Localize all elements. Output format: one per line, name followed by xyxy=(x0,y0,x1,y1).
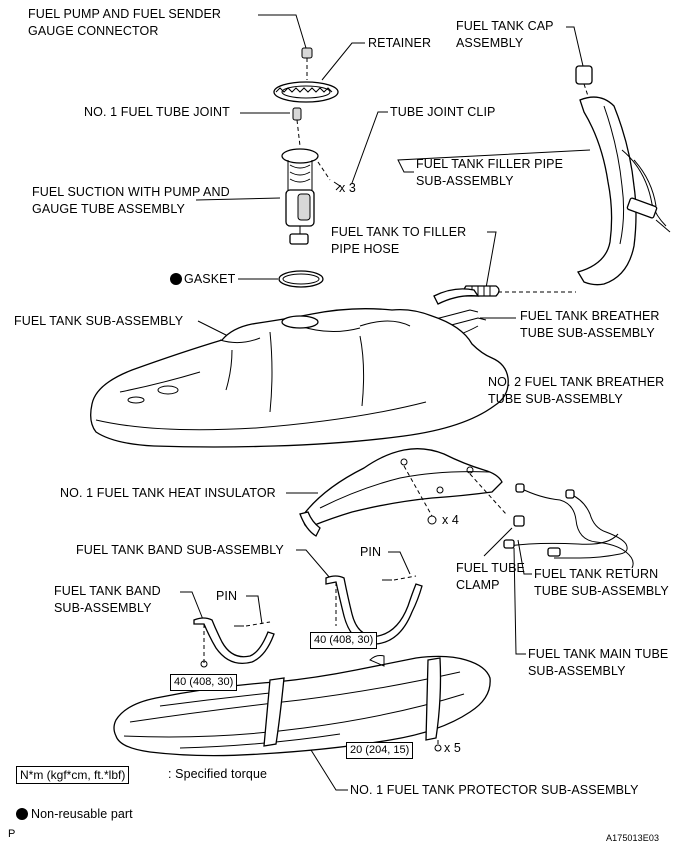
label-protector: NO. 1 FUEL TANK PROTECTOR SUB-ASSEMBLY xyxy=(350,783,639,797)
return-main-tubes xyxy=(503,483,634,569)
label-retainer: RETAINER xyxy=(368,36,432,50)
label-heat-insulator: NO. 1 FUEL TANK HEAT INSULATOR xyxy=(60,486,276,500)
label-return-tube: FUEL TANK RETURN TUBE SUB-ASSEMBLY xyxy=(534,567,669,598)
label-fuel-suction: FUEL SUCTION WITH PUMP AND GAUGE TUBE AS… xyxy=(32,185,230,216)
label-no2-breather-tube: NO. 2 FUEL TANK BREATHER TUBE SUB-ASSEMB… xyxy=(488,375,665,406)
label-insulator-qty: x 4 xyxy=(442,513,459,527)
fuel-tank-band-right xyxy=(325,575,423,645)
label-protector-qty: x 5 xyxy=(444,741,461,755)
label-fuel-tube-clamp: FUEL TUBE CLAMP xyxy=(456,561,525,592)
fuel-suction-pump xyxy=(281,148,341,245)
torque-box-band-right: 40 (408, 30) xyxy=(310,632,378,649)
torque-box-protector: 20 (204, 15) xyxy=(346,742,414,759)
label-pin-left: PIN xyxy=(216,589,238,603)
label-main-tube: FUEL TANK MAIN TUBE SUB-ASSEMBLY xyxy=(528,647,669,678)
torque-box-band-left: 40 (408, 30) xyxy=(170,674,238,691)
non-reusable-marker-gasket xyxy=(170,273,182,285)
label-gasket: GASKET xyxy=(184,272,236,286)
heat-insulator xyxy=(299,448,507,537)
fuel-sender-connector xyxy=(301,47,313,80)
label-fuel-pump-connector: FUEL PUMP AND FUEL SENDER GAUGE CONNECTO… xyxy=(28,7,222,38)
label-pin-right: PIN xyxy=(360,545,382,559)
fuel-tank-band-left xyxy=(193,617,275,668)
label-fuel-tank-sub: FUEL TANK SUB-ASSEMBLY xyxy=(14,314,184,328)
label-clip-qty: x 3 xyxy=(339,181,356,195)
label-filler-pipe: FUEL TANK FILLER PIPE SUB-ASSEMBLY xyxy=(416,157,564,188)
label-tube-joint-clip: TUBE JOINT CLIP xyxy=(390,105,496,119)
label-fuel-tank-cap: FUEL TANK CAP ASSEMBLY xyxy=(456,19,554,50)
page-mark: P xyxy=(8,828,16,840)
fuel-tank-body xyxy=(90,308,509,448)
gasket xyxy=(278,270,324,288)
fuel-filler-pipe xyxy=(575,65,671,286)
label-band-sub-left: FUEL TANK BAND SUB-ASSEMBLY xyxy=(54,584,161,615)
tube-joint xyxy=(292,107,302,147)
legend-non-reusable: Non-reusable part xyxy=(16,806,133,823)
retainer-ring xyxy=(273,81,339,103)
label-band-sub-right: FUEL TANK BAND SUB-ASSEMBLY xyxy=(76,543,284,557)
legend-torque-box: N*m (kgf*cm, ft.*lbf) xyxy=(16,766,130,784)
legend-torque-desc: : Specified torque xyxy=(168,767,268,781)
label-no1-fuel-tube-joint: NO. 1 FUEL TUBE JOINT xyxy=(84,105,230,119)
label-breather-tube: FUEL TANK BREATHER TUBE SUB-ASSEMBLY xyxy=(520,309,660,340)
fuel-tank-protector xyxy=(113,655,491,757)
figure-id: A175013E03 xyxy=(606,833,660,843)
filler-hose xyxy=(463,285,576,297)
label-filler-hose: FUEL TANK TO FILLER PIPE HOSE xyxy=(331,225,467,256)
non-reusable-dot-icon xyxy=(16,808,28,820)
